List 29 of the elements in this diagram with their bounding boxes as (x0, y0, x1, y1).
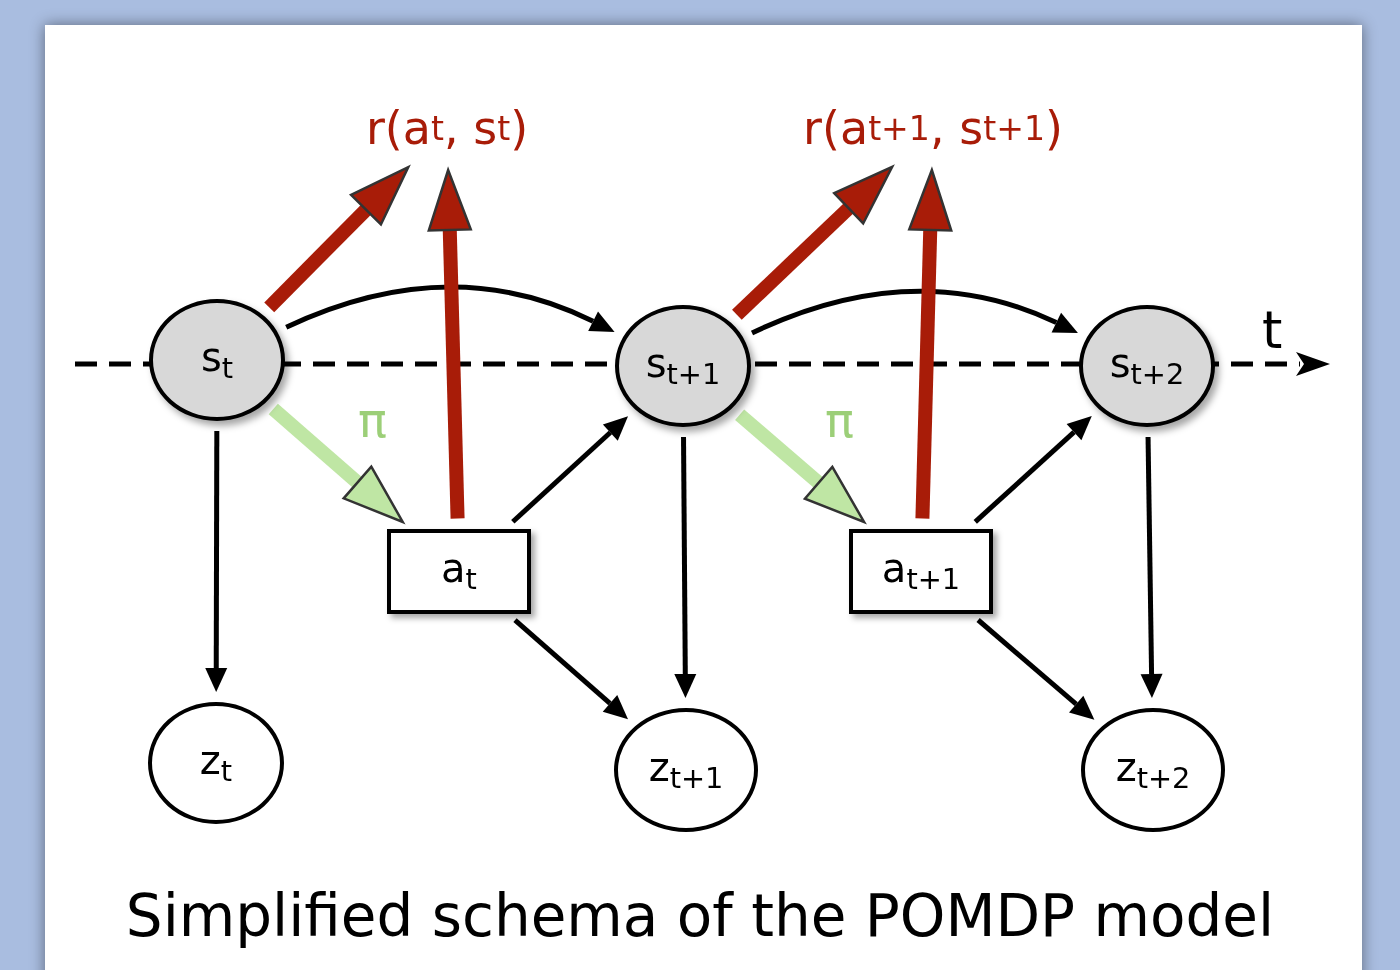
arrow (427, 168, 472, 519)
action-box (849, 528, 993, 614)
arrow (511, 416, 628, 524)
arrow (908, 168, 953, 519)
node-label: s$_{t+1}$ (645, 340, 721, 392)
action-box (387, 528, 531, 614)
arrow (513, 618, 629, 720)
arrow (285, 284, 615, 332)
arrow (735, 409, 866, 524)
node-label: s$_{t}$ (200, 334, 234, 386)
arrow (973, 416, 1092, 524)
node-label: z$_{t}$ (199, 737, 233, 789)
node-label: z$_{t+1}$ (648, 744, 724, 796)
node-label: s$_{t+2}$ (1109, 340, 1185, 392)
node-label: a$_{t+1}$ (881, 545, 961, 597)
arrow (205, 431, 228, 692)
node-label: z$_{t+2}$ (1115, 744, 1191, 796)
caption: Simplified schema of the POMDP model (124, 882, 1276, 950)
arrow (1140, 436, 1163, 698)
arrow (751, 288, 1079, 336)
arrow (268, 403, 404, 524)
arrow (732, 165, 894, 320)
axis-label: t (1262, 300, 1283, 360)
node-label: a$_{t}$ (441, 545, 477, 597)
arrow (264, 165, 410, 313)
arrow (674, 437, 697, 698)
edge-label: π (358, 396, 387, 444)
edge-label: π (825, 396, 854, 444)
arrow (976, 618, 1095, 720)
